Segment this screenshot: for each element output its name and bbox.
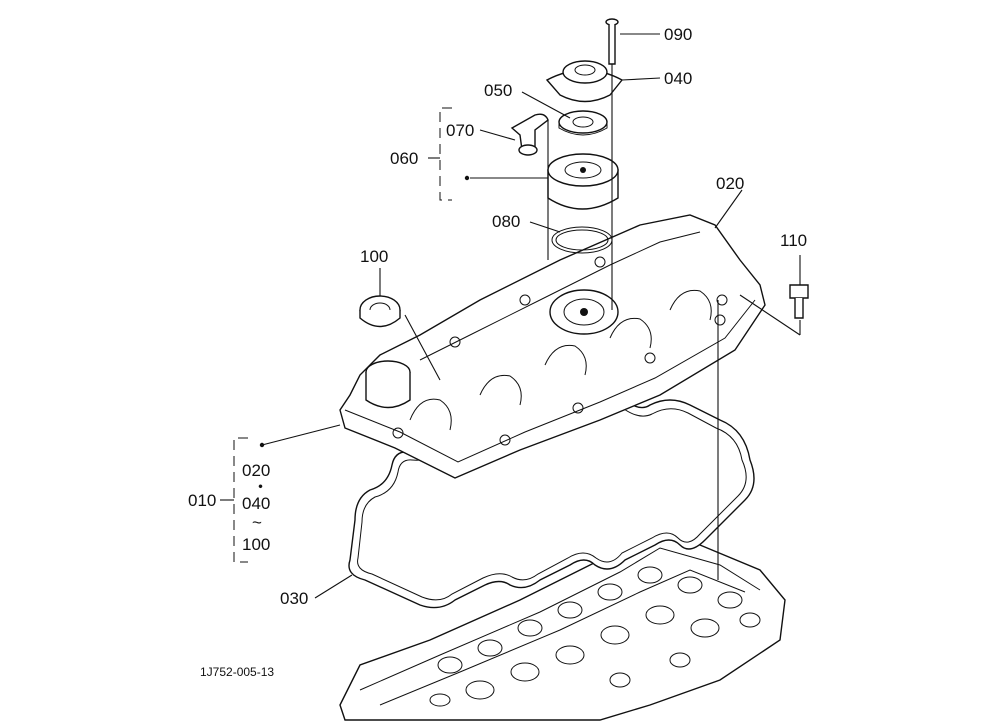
callout-020: 020: [716, 174, 744, 193]
callout-060: 060: [390, 149, 418, 168]
callout-110: 110: [780, 231, 807, 250]
callout-070: 070: [446, 121, 474, 140]
group-010-to: 100: [242, 535, 270, 554]
callout-050: 050: [484, 81, 512, 100]
group-brackets: [220, 107, 452, 563]
callout-100: 100: [360, 247, 388, 266]
callout-labels: 090 040 050 070 060 020 080 110 100 010 …: [188, 25, 807, 679]
callout-010: 010: [188, 491, 216, 510]
leader-lines: [259, 33, 801, 599]
group-010-from: 020: [242, 461, 270, 480]
figure-code: 1J752-005-13: [200, 665, 274, 679]
cylinder-head-illustration: [339, 529, 786, 721]
group-010-sep2: ~: [252, 513, 262, 532]
cylinder-head-cover-020: [339, 214, 766, 479]
o-ring-080: [551, 226, 613, 254]
breather-pipe-070: [510, 113, 549, 156]
callout-040: 040: [664, 69, 692, 88]
group-010-mid: 040: [242, 494, 270, 513]
callout-080: 080: [492, 212, 520, 231]
callout-090: 090: [664, 25, 692, 44]
oil-filler-cap-100: [359, 295, 401, 328]
bolt-090: [605, 18, 619, 65]
group-010-sep1: ・: [252, 478, 269, 497]
bolt-110: [789, 284, 809, 319]
breather-valve-050: [558, 110, 608, 136]
breather-cover-040: [545, 60, 624, 103]
breather-case-060: [547, 153, 619, 210]
callout-030: 030: [280, 589, 308, 608]
